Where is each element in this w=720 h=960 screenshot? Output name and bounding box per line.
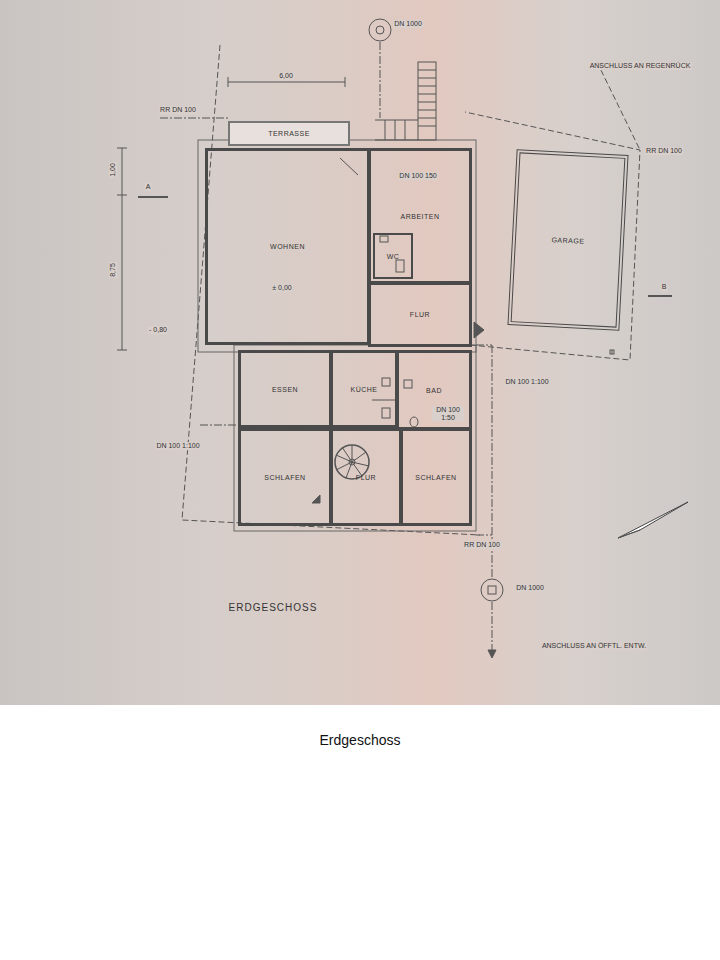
room-outline: ESSEN xyxy=(238,350,332,428)
plan-annotation: DN 100 1:100 xyxy=(155,442,200,450)
plan-annotation: DN 100 150 xyxy=(398,172,437,180)
room-name: SCHLAFEN xyxy=(264,474,305,481)
plan-annotation: ANSCHLUSS AN ÖFFTL. ENTW. xyxy=(541,642,647,650)
plan-annotation: A xyxy=(145,183,152,191)
plan-annotation: - 0,80 xyxy=(148,326,168,334)
room-outline: FLUR xyxy=(330,428,402,526)
plan-annotation: 6,00 xyxy=(278,72,294,80)
room-name: FLUR xyxy=(356,474,376,481)
page-caption: Erdgeschoss xyxy=(320,732,401,748)
plan-annotation: ANSCHLUSS AN REGENRÜCK xyxy=(589,62,692,70)
room-outline: SCHLAFEN xyxy=(400,428,472,526)
plan-annotation: DN 100 1:50 xyxy=(432,406,464,421)
room-name: BAD xyxy=(426,387,442,394)
plan-annotation: B xyxy=(661,283,668,291)
room-name: TERRASSE xyxy=(268,130,310,137)
room-name: WC xyxy=(387,253,400,260)
plan-annotation: 8,75 xyxy=(109,262,117,278)
room-outline: SCHLAFEN xyxy=(238,428,332,526)
room-name: GARAGE xyxy=(551,236,584,245)
plan-annotation: RR DN 100 xyxy=(645,147,683,155)
room-outline: WOHNEN xyxy=(205,148,370,345)
room-outline: ARBEITEN WC xyxy=(368,148,472,284)
room-name: FLUR xyxy=(410,311,430,318)
plan-annotation: RR DN 100 xyxy=(463,541,501,549)
room-outline: FLUR xyxy=(368,282,472,347)
room-name: KÜCHE xyxy=(350,386,377,393)
plan-annotation: DN 1000 xyxy=(393,20,423,28)
room-outline: TERRASSE xyxy=(228,121,350,146)
room-name: WOHNEN xyxy=(270,243,305,250)
plan-annotation: ± 0,00 xyxy=(271,284,292,292)
plan-annotation: DN 100 1:100 xyxy=(504,378,549,386)
room-name: SCHLAFEN xyxy=(415,474,456,481)
plan-annotation: 1,00 xyxy=(109,162,117,178)
room-outline: GARAGE xyxy=(507,149,628,331)
plan-annotation: DN 1000 xyxy=(515,584,545,592)
plan-title: ERDGESCHOSS xyxy=(229,602,318,613)
room-name: ARBEITEN xyxy=(400,213,439,220)
room-outline: KÜCHE xyxy=(330,350,398,428)
room-name: ESSEN xyxy=(272,386,298,393)
plan-annotation: RR DN 100 xyxy=(159,106,197,114)
room-outline: WC xyxy=(373,233,413,279)
